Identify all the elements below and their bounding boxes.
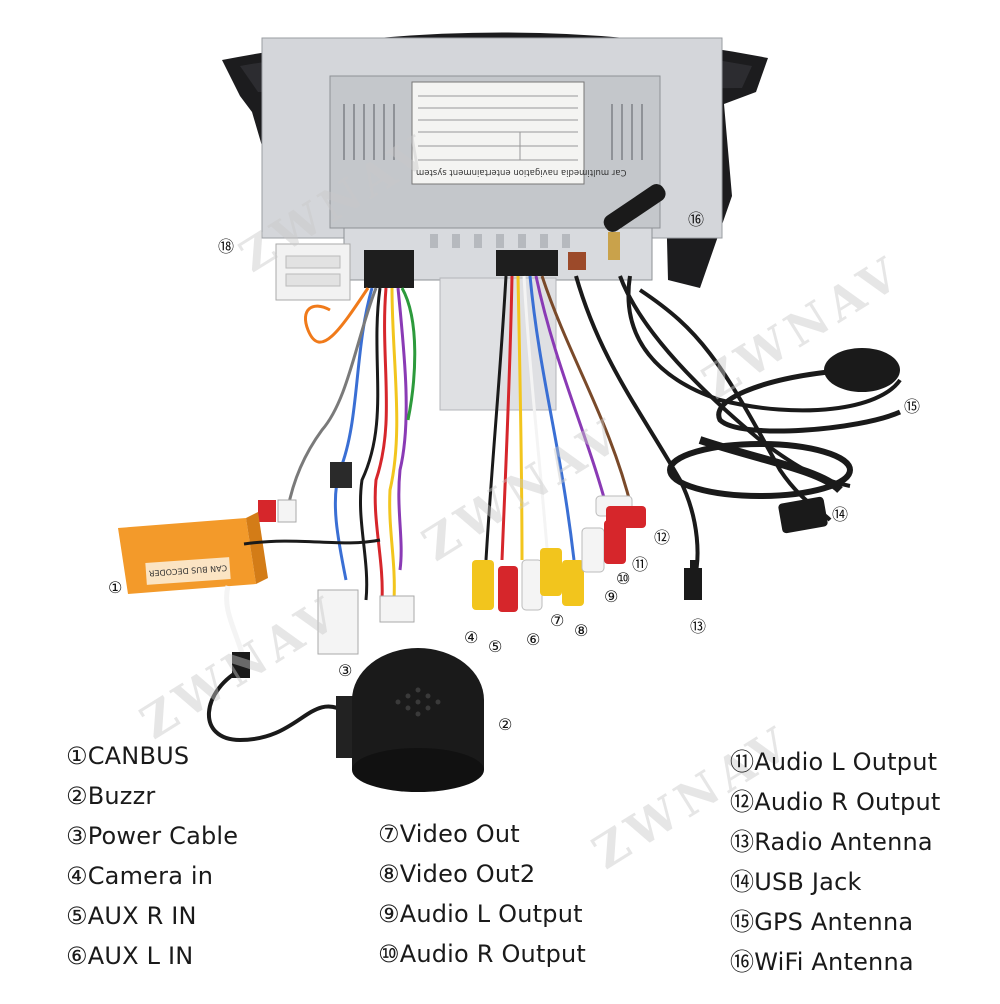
wire-bundle-av: [484, 275, 634, 561]
legend-item-8: ⑧Video Out2: [378, 860, 536, 888]
callout-12: ⑫: [654, 528, 670, 547]
wifi-antenna: [603, 184, 666, 260]
rca-pair-left: [258, 462, 352, 523]
rca-aux-l: [521, 559, 543, 611]
legend-item-2: ②Buzzr: [66, 782, 156, 810]
harness-plug-small: [568, 252, 586, 270]
legend-item-9: ⑨Audio L Output: [378, 900, 583, 928]
gps-antenna: [716, 348, 902, 434]
callout-18: ⑱: [218, 237, 234, 256]
rca-aux-r: [498, 566, 518, 612]
legend-item-1: ①CANBUS: [66, 742, 190, 770]
legend-item-4: ④Camera in: [66, 862, 214, 890]
rail-fins: [430, 234, 570, 248]
legend-item-6: ⑥AUX L IN: [66, 942, 194, 970]
callout-6: ⑥: [526, 630, 540, 649]
legend-item-3: ③Power Cable: [66, 822, 239, 850]
callout-9: ⑨: [604, 587, 618, 606]
rca-video-out2: [562, 560, 584, 606]
callout-16: ⑯: [688, 210, 704, 229]
callout-3: ③: [338, 661, 352, 680]
rca-audio-r: [604, 520, 626, 564]
rca-video-out: [540, 548, 562, 596]
rca-plugs-center: [472, 495, 646, 612]
legend-item-13: ⑬Radio Antenna: [730, 828, 933, 856]
callout-8: ⑧: [574, 621, 588, 640]
rca-audio-l: [581, 527, 605, 573]
callout-1: ①: [108, 578, 122, 597]
callout-2: ②: [498, 715, 512, 734]
canbus-cable: [224, 585, 247, 661]
radio-antenna-plug: [684, 568, 702, 600]
callout-11: ⑪: [632, 555, 648, 574]
legend-item-15: ⑮GPS Antenna: [730, 908, 914, 936]
callout-10: ⑩: [616, 569, 630, 588]
spec-label-sticker: [411, 81, 585, 185]
callout-7: ⑦: [550, 611, 564, 630]
usb-jack: [667, 436, 853, 534]
callout-13: ⑬: [690, 617, 706, 636]
legend-item-10: ⑩Audio R Output: [378, 940, 587, 968]
white-connector: [275, 243, 351, 301]
harness-plug-av: [496, 250, 558, 276]
power-plug: [317, 589, 359, 655]
canbus-decoder-box: CAN BUS DECODER: [118, 512, 381, 594]
callout-4: ④: [464, 628, 478, 647]
vent-slots: [343, 104, 643, 160]
legend-item-11: ⑪Audio L Output: [730, 748, 938, 776]
callout-5: ⑤: [488, 637, 502, 656]
legend-item-14: ⑭USB Jack: [730, 868, 862, 896]
legend-item-5: ⑤AUX R IN: [66, 902, 197, 930]
legend-item-16: ⑯WiFi Antenna: [730, 948, 914, 976]
rca-camera-in: [472, 560, 494, 610]
callout-14: ⑭: [832, 505, 848, 524]
buzzer: [207, 648, 484, 792]
legend-item-12: ⑫Audio R Output: [730, 788, 941, 816]
legend-item-7: ⑦Video Out: [378, 820, 520, 848]
spec-label-title: Car multimedia navigation entertainment …: [416, 167, 626, 177]
callout-15: ⑮: [904, 397, 920, 416]
harness-plug-main: [364, 250, 414, 288]
rca-audio-r-2: [606, 506, 646, 528]
callout-labels: ① ② ③ ④ ⑤ ⑥ ⑦ ⑧ ⑨ ⑩ ⑪ ⑫ ⑬ ⑭ ⑮ ⑯ ⑱: [108, 210, 920, 734]
wire-bundle-power: [284, 287, 417, 601]
